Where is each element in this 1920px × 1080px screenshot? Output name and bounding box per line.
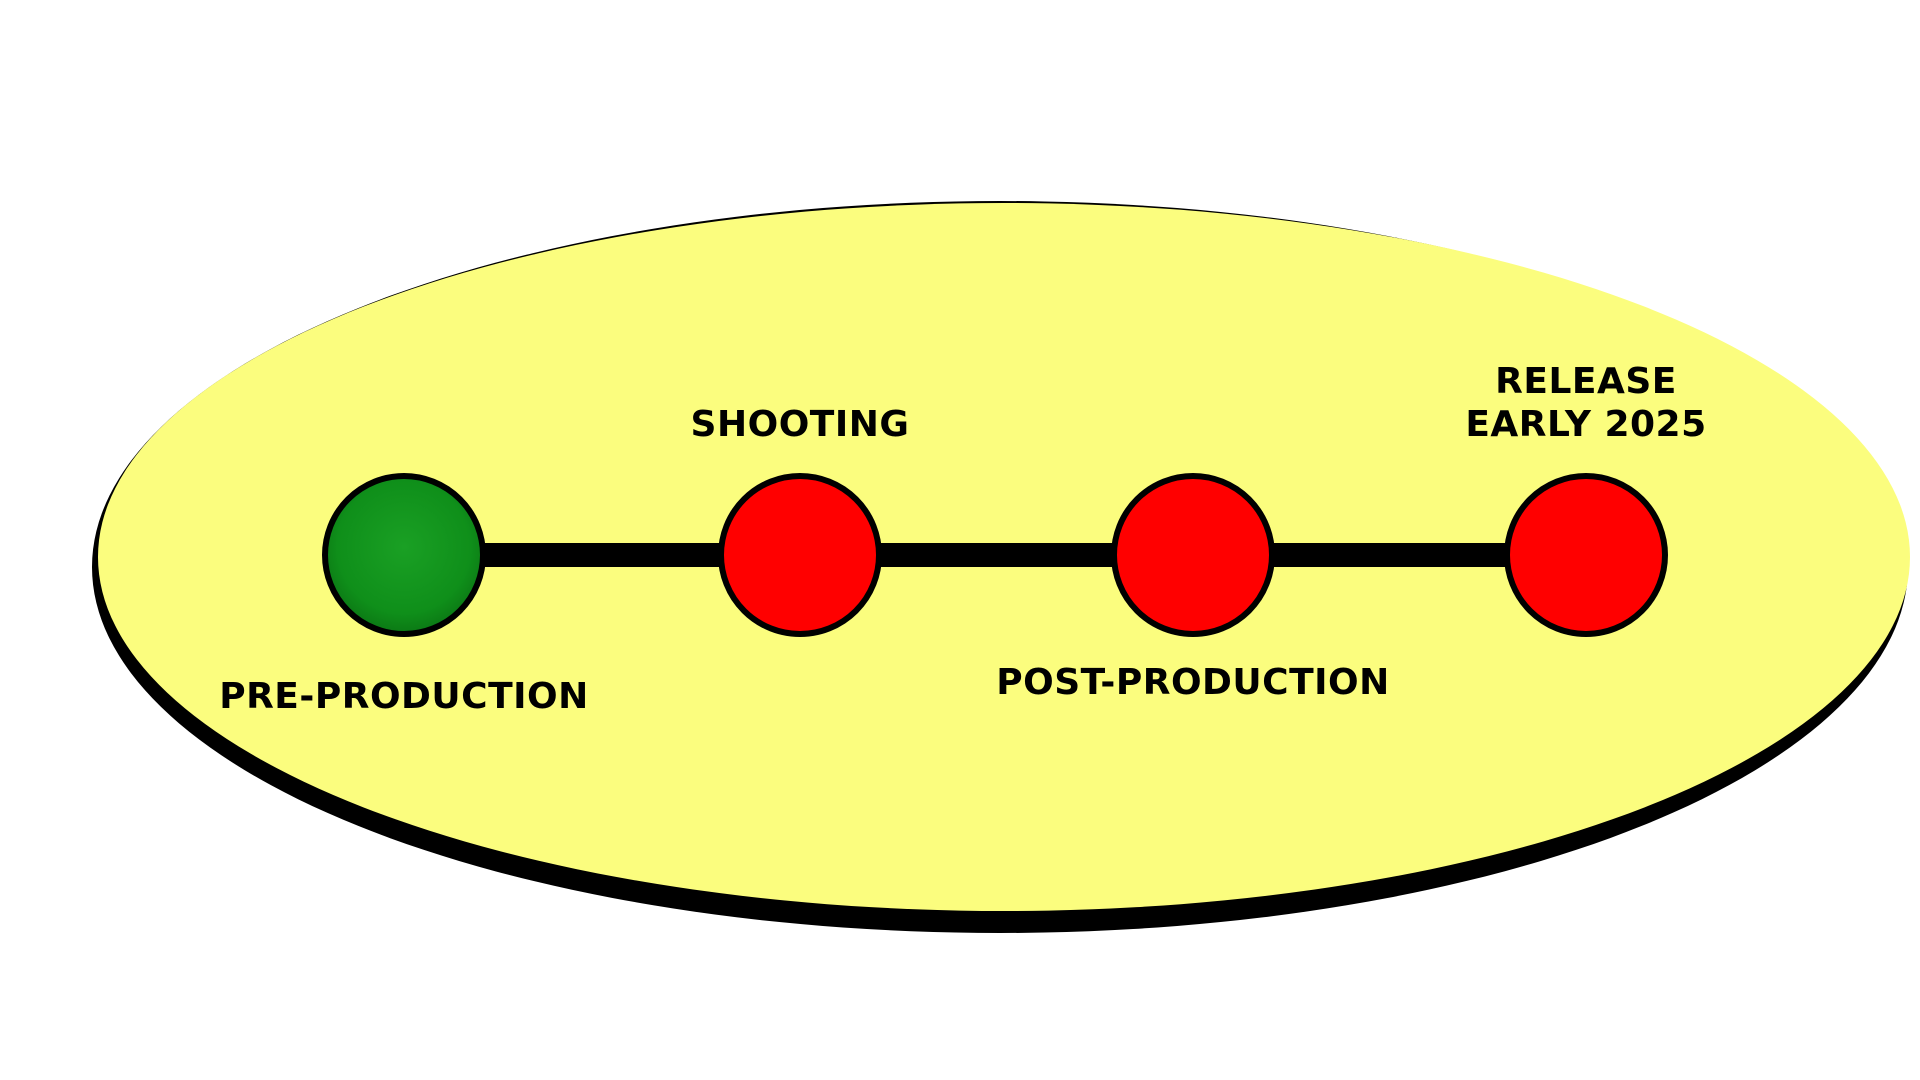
stage-label-line: POST-PRODUCTION [996, 662, 1390, 703]
timeline-labels: PRE-PRODUCTION SHOOTING POST-PRODUCTION REL… [219, 361, 1706, 717]
stage-label-1: PRE-PRODUCTION [219, 676, 589, 717]
stage-node-4-pending [1504, 473, 1668, 637]
stage-label-line: PRE-PRODUCTION [219, 676, 589, 717]
stage-label-line: SHOOTING [691, 404, 910, 445]
stage-label-2: SHOOTING [691, 404, 910, 445]
timeline-connectors [404, 543, 1586, 567]
stage-node-2-pending [718, 473, 882, 637]
timeline-nodes [322, 473, 1668, 637]
stage-node-1-complete [322, 473, 486, 637]
stage-label-line: RELEASE [1495, 361, 1677, 402]
stage-node-3-pending [1111, 473, 1275, 637]
stage-label-line: EARLY 2025 [1465, 404, 1706, 445]
stage-label-3: POST-PRODUCTION [996, 662, 1390, 703]
